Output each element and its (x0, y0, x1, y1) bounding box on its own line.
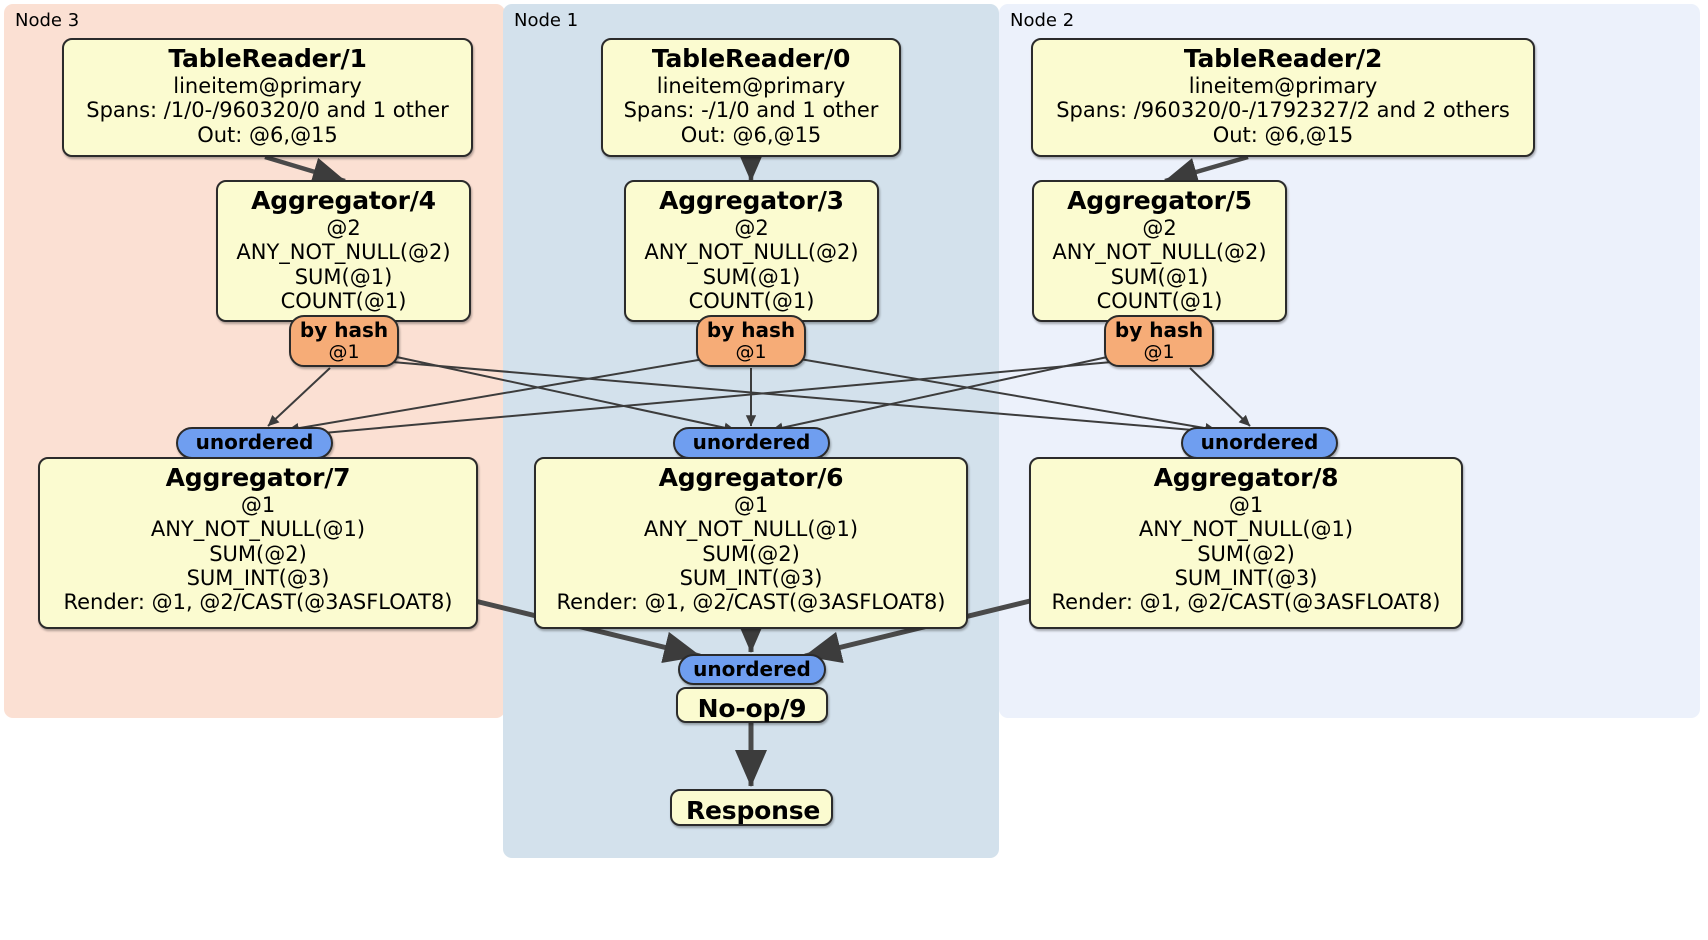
processor-title: Aggregator/8 (1153, 463, 1339, 492)
processor-line: @2 (734, 216, 769, 240)
processor-title: Aggregator/5 (1067, 186, 1252, 215)
processor-tablereader-0[interactable]: TableReader/0 lineitem@primary Spans: -/… (601, 38, 901, 157)
processor-line: lineitem@primary (656, 74, 846, 98)
processor-tablereader-1[interactable]: TableReader/1 lineitem@primary Spans: /1… (62, 38, 473, 157)
router-subtitle: @1 (328, 340, 360, 363)
processor-line: Out: @6,@15 (680, 122, 822, 147)
processor-line: SUM_INT(@3) (679, 566, 823, 591)
router-by-hash-left[interactable]: by hash @1 (289, 315, 399, 367)
processor-line: @1 (733, 493, 769, 517)
router-by-hash-right[interactable]: by hash @1 (1104, 315, 1214, 367)
processor-line: @1 (240, 493, 276, 517)
processor-title: Aggregator/6 (658, 463, 844, 492)
processor-line: SUM(@1) (294, 264, 393, 289)
processor-line: COUNT(@1) (1096, 289, 1223, 314)
router-subtitle: @1 (735, 340, 767, 363)
router-by-hash-center[interactable]: by hash @1 (696, 315, 806, 367)
node-panel-label-node2: Node 2 (1010, 10, 1075, 31)
processor-title: Aggregator/3 (659, 186, 844, 215)
processor-line: ANY_NOT_NULL(@1) (1138, 517, 1354, 542)
processor-line: Spans: /960320/0-/1792327/2 and 2 others (1056, 98, 1510, 123)
processor-title: TableReader/0 (651, 44, 851, 73)
processor-aggregator-5[interactable]: Aggregator/5 @2 ANY_NOT_NULL(@2) SUM(@1)… (1032, 180, 1287, 322)
processor-line: SUM(@2) (1197, 541, 1295, 566)
processor-title: Response (686, 796, 821, 825)
synchronizer-title: unordered (1200, 430, 1319, 454)
processor-line: Spans: /1/0-/960320/0 and 1 other (86, 98, 449, 123)
processor-aggregator-8[interactable]: Aggregator/8 @1 ANY_NOT_NULL(@1) SUM(@2)… (1029, 457, 1463, 629)
router-subtitle: @1 (1143, 340, 1175, 363)
synchronizer-title: unordered (195, 430, 314, 454)
processor-title: No-op/9 (697, 694, 807, 723)
node-panel-label-node3: Node 3 (15, 10, 80, 31)
node-panel-label-node1: Node 1 (514, 10, 579, 31)
processor-response[interactable]: Response (670, 789, 833, 826)
synchronizer-title: unordered (692, 430, 811, 454)
processor-noop-9[interactable]: No-op/9 (676, 687, 828, 723)
processor-line: Render: @1, @2/CAST(@3ASFLOAT8) (63, 590, 453, 615)
processor-title: Aggregator/4 (251, 186, 436, 215)
processor-title: TableReader/2 (1183, 44, 1383, 73)
processor-line: COUNT(@1) (688, 289, 815, 314)
processor-aggregator-3[interactable]: Aggregator/3 @2 ANY_NOT_NULL(@2) SUM(@1)… (624, 180, 879, 322)
processor-line: Render: @1, @2/CAST(@3ASFLOAT8) (1051, 590, 1441, 615)
processor-aggregator-7[interactable]: Aggregator/7 @1 ANY_NOT_NULL(@1) SUM(@2)… (38, 457, 478, 629)
processor-line: @1 (1228, 493, 1264, 517)
processor-line: Out: @6,@15 (197, 122, 338, 147)
processor-line: SUM_INT(@3) (186, 566, 330, 591)
router-title: by hash (299, 318, 389, 342)
processor-line: Render: @1, @2/CAST(@3ASFLOAT8) (556, 590, 946, 615)
processor-line: Out: @6,@15 (1212, 122, 1354, 147)
processor-line: COUNT(@1) (280, 289, 407, 314)
processor-line: lineitem@primary (1188, 74, 1378, 98)
processor-line: SUM(@1) (702, 264, 801, 289)
processor-line: ANY_NOT_NULL(@2) (236, 240, 451, 265)
processor-line: Spans: -/1/0 and 1 other (623, 98, 879, 123)
processor-line: SUM_INT(@3) (1174, 566, 1318, 591)
processor-line: ANY_NOT_NULL(@1) (150, 517, 366, 542)
synchronizer-unordered-final[interactable]: unordered (678, 654, 826, 685)
processor-line: SUM(@2) (702, 541, 800, 566)
processor-title: Aggregator/7 (165, 463, 351, 492)
processor-tablereader-2[interactable]: TableReader/2 lineitem@primary Spans: /9… (1031, 38, 1535, 157)
processor-line: SUM(@1) (1110, 264, 1209, 289)
processor-aggregator-4[interactable]: Aggregator/4 @2 ANY_NOT_NULL(@2) SUM(@1)… (216, 180, 471, 322)
processor-aggregator-6[interactable]: Aggregator/6 @1 ANY_NOT_NULL(@1) SUM(@2)… (534, 457, 968, 629)
processor-line: @2 (326, 216, 361, 240)
synchronizer-unordered-center[interactable]: unordered (673, 427, 830, 459)
processor-line: ANY_NOT_NULL(@2) (1052, 240, 1267, 265)
processor-line: lineitem@primary (173, 74, 362, 98)
synchronizer-unordered-left[interactable]: unordered (176, 427, 333, 459)
processor-line: ANY_NOT_NULL(@1) (643, 517, 859, 542)
synchronizer-unordered-right[interactable]: unordered (1181, 427, 1338, 459)
processor-line: SUM(@2) (209, 541, 307, 566)
processor-line: ANY_NOT_NULL(@2) (644, 240, 859, 265)
synchronizer-title: unordered (693, 657, 811, 681)
router-title: by hash (1114, 318, 1204, 342)
processor-title: TableReader/1 (168, 44, 367, 73)
router-title: by hash (706, 318, 796, 342)
processor-line: @2 (1142, 216, 1177, 240)
